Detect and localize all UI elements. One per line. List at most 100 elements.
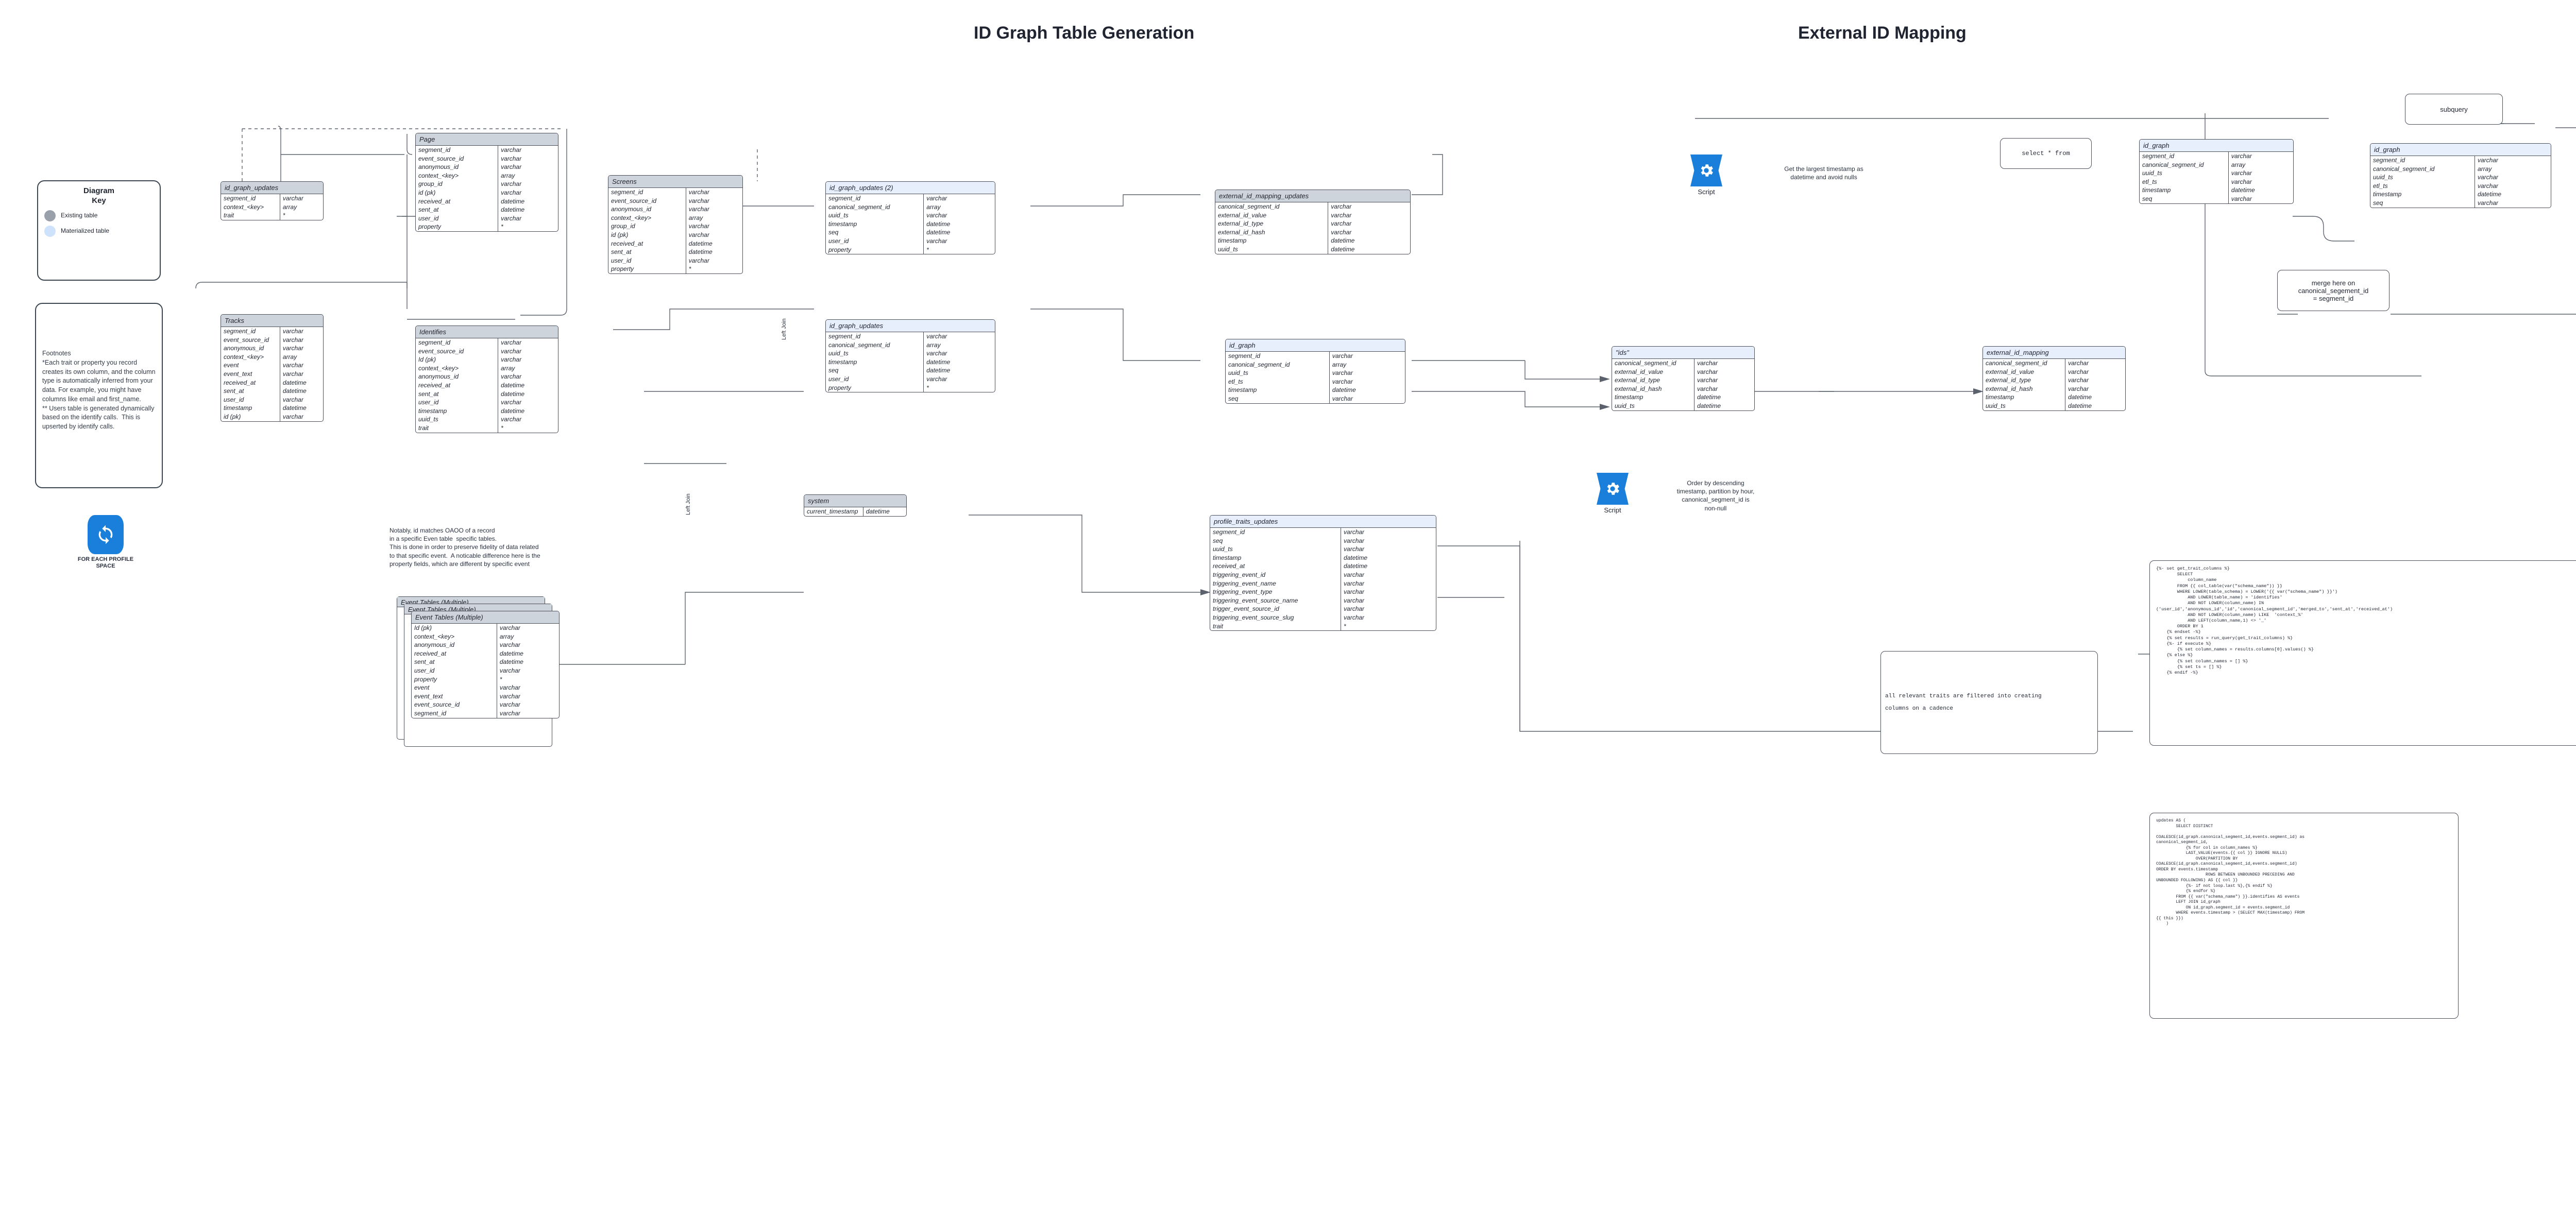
diagram-key-materialized-row: Materialized table xyxy=(44,225,154,237)
column-name: segment_id xyxy=(826,332,924,341)
note-select-star[interactable]: select * from xyxy=(2000,138,2092,169)
column-type: varchar xyxy=(1344,571,1365,578)
column-type: varchar xyxy=(501,188,522,196)
column-type: datetime xyxy=(2068,402,2092,409)
column-type: varchar xyxy=(282,328,303,335)
column-name: timestamp xyxy=(1215,236,1329,245)
column-type: varchar xyxy=(499,684,520,692)
script-note-timestamp: Get the largest timestamp as datetime an… xyxy=(1784,165,1863,181)
column-type: varchar xyxy=(926,195,947,202)
column-name: triggering_event_source_slug xyxy=(1210,613,1342,622)
column-name: event_source_id xyxy=(412,700,497,709)
column-name: sent_at xyxy=(412,658,497,666)
table-row: trait* xyxy=(416,423,558,433)
column-type: varchar xyxy=(2068,359,2089,367)
column-type: datetime xyxy=(282,379,307,386)
diagram-key-title-line2: Key xyxy=(92,196,106,205)
column-name: context_<key> xyxy=(416,171,499,180)
column-name: property xyxy=(826,383,924,392)
column-name: uuid_ts xyxy=(1226,369,1330,378)
column-type: datetime xyxy=(1332,386,1356,394)
column-type: varchar xyxy=(282,396,303,403)
column-type: varchar xyxy=(688,256,709,264)
column-type: varchar xyxy=(282,345,303,352)
column-type: varchar xyxy=(282,362,303,369)
column-type: varchar xyxy=(501,339,522,346)
column-name: current_timestamp xyxy=(804,507,863,516)
table-row: context_<key>array xyxy=(412,632,559,641)
footnotes-panel: Footnotes *Each trait or property you re… xyxy=(35,303,163,488)
column-name: context_<key> xyxy=(221,202,280,212)
column-type: varchar xyxy=(1332,378,1353,385)
column-type: varchar xyxy=(1332,352,1353,359)
table-row: property* xyxy=(826,383,995,392)
column-type: varchar xyxy=(2068,385,2089,392)
column-name: anonymous_id xyxy=(221,344,280,353)
column-name: external_id_hash xyxy=(1983,384,2066,393)
column-type: varchar xyxy=(2478,157,2499,164)
note-subquery[interactable]: subquery xyxy=(2405,94,2503,125)
column-name: trigger_event_source_id xyxy=(1210,605,1342,613)
table-row: Id (pk)varchar xyxy=(412,624,559,632)
column-type: array xyxy=(282,203,297,211)
table-header: system xyxy=(804,495,906,507)
column-name: external_id_value xyxy=(1983,367,2066,376)
script-node-timestamp[interactable]: Script xyxy=(1675,155,1737,196)
column-name: event_source_id xyxy=(608,196,686,205)
column-type: varchar xyxy=(1331,211,1352,219)
column-name: id (pk) xyxy=(608,230,686,239)
column-type: array xyxy=(688,214,703,221)
column-type: varchar xyxy=(2231,178,2252,185)
column-name: segment_id xyxy=(2370,156,2475,165)
column-type: varchar xyxy=(2231,169,2252,177)
column-name: timestamp xyxy=(1612,393,1695,402)
table-header: Screens xyxy=(608,176,742,188)
column-type: array xyxy=(926,341,941,349)
script-node-order[interactable]: Script xyxy=(1582,473,1643,514)
column-type: varchar xyxy=(501,180,522,188)
table-header: Event Tables (Multiple) xyxy=(412,611,559,624)
note-notably: Notably, id matches OAOO of a record in … xyxy=(389,527,540,568)
column-name: etl_ts xyxy=(2140,177,2229,186)
column-type: varchar xyxy=(499,701,520,709)
column-name: uuid_ts xyxy=(416,415,499,424)
